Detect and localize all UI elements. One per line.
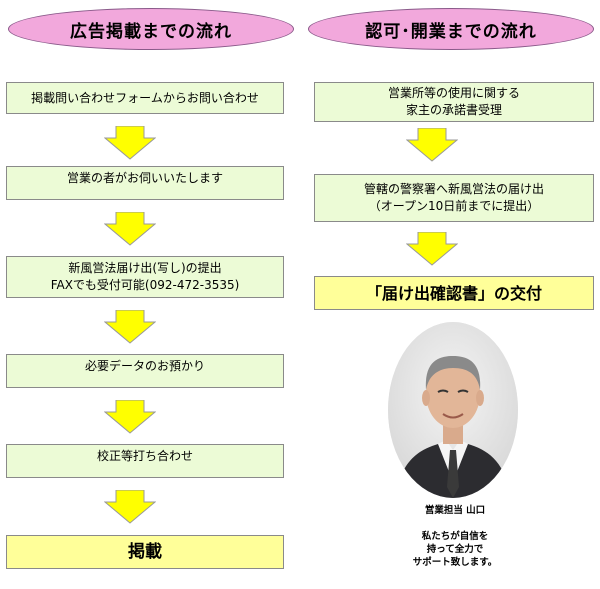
left-step-2-text: 営業の者がお伺いいたします	[66, 171, 223, 185]
down-arrow-icon	[104, 490, 156, 524]
right-flow-title: 認可･開業までの流れ	[308, 8, 594, 50]
left-flow-title: 広告掲載までの流れ	[8, 8, 294, 50]
right-step-2-line2: （オープン10日前までに提出）	[368, 199, 540, 213]
representative-photo	[388, 322, 518, 498]
down-arrow-icon	[104, 212, 156, 246]
right-final-text: 「届け出確認書」の交付	[365, 283, 542, 303]
left-step-3: 新風営法届け出(写し)の提出 FAXでも受付可能(092-472-3535)	[6, 256, 284, 298]
message-line-3: サポート致します。	[412, 557, 498, 568]
left-step-5-text: 校正等打ち合わせ	[96, 449, 193, 463]
right-step-1: 営業所等の使用に関する 家主の承諾書受理	[314, 82, 594, 122]
left-final-step: 掲載	[6, 535, 284, 569]
message-line-2: 持って全力で	[426, 544, 484, 555]
left-step-4: 必要データのお預かり	[6, 354, 284, 388]
left-step-3-line2: FAXでも受付可能(092-472-3535)	[50, 278, 240, 292]
representative-name: 営業担当 山口	[424, 505, 486, 516]
left-step-1-text: 掲載問い合わせフォームからお問い合わせ	[31, 90, 259, 105]
representative-message: 私たちが自信を 持って全力で サポート致します。	[380, 530, 530, 569]
left-step-5: 校正等打ち合わせ	[6, 444, 284, 478]
left-step-4-text: 必要データのお預かり	[84, 359, 205, 373]
down-arrow-icon	[406, 128, 458, 162]
right-step-1-line2: 家主の承諾書受理	[405, 103, 502, 117]
right-step-2: 管轄の警察署へ新風営法の届け出 （オープン10日前までに提出）	[314, 174, 594, 222]
right-final-step: 「届け出確認書」の交付	[314, 276, 594, 310]
down-arrow-icon	[104, 310, 156, 344]
left-step-3-line1: 新風営法届け出(写し)の提出	[68, 261, 222, 275]
right-step-2-line1: 管轄の警察署へ新風営法の届け出	[363, 182, 544, 196]
down-arrow-icon	[104, 126, 156, 160]
right-step-1-line1: 営業所等の使用に関する	[387, 86, 520, 100]
down-arrow-icon	[406, 232, 458, 266]
person-portrait-icon	[388, 322, 518, 498]
message-line-1: 私たちが自信を	[421, 531, 489, 542]
left-step-1: 掲載問い合わせフォームからお問い合わせ	[6, 82, 284, 114]
left-step-2: 営業の者がお伺いいたします	[6, 166, 284, 200]
left-final-text: 掲載	[128, 541, 162, 562]
down-arrow-icon	[104, 400, 156, 434]
